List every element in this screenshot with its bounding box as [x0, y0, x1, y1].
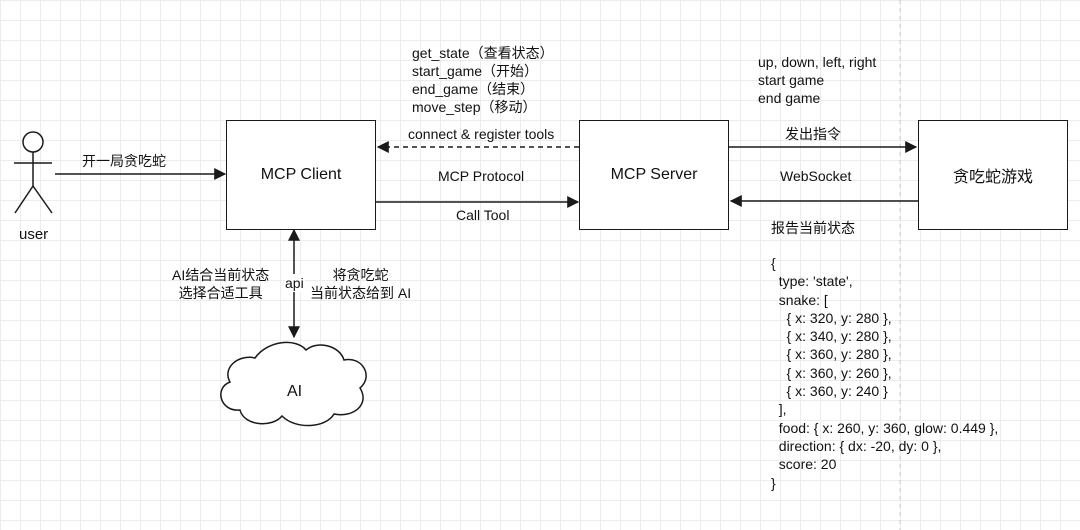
start-game-label: 开一局贪吃蛇 [82, 153, 166, 169]
mcp-server-label: MCP Server [610, 166, 698, 183]
report-state-label: 报告当前状态 [771, 220, 855, 236]
commands-list: up, down, left, right start game end gam… [758, 54, 877, 106]
ai-cloud-shape [220, 341, 367, 427]
user-label: user [19, 226, 49, 243]
tools-list: get_state（查看状态） start_game（开始） end_game（… [412, 45, 554, 115]
ai-select-label: AI结合当前状态 选择合适工具 [172, 267, 270, 301]
connect-register-label: connect & register tools [408, 126, 555, 142]
user-icon [14, 131, 53, 214]
ai-label: AI [287, 383, 303, 400]
send-command-label: 发出指令 [785, 126, 841, 142]
mcp-protocol-label: MCP Protocol [438, 168, 525, 184]
websocket-label: WebSocket [780, 168, 852, 184]
snake-game-box: 贪吃蛇游戏 [918, 120, 1068, 230]
snake-game-label: 贪吃蛇游戏 [952, 169, 1033, 186]
api-label: api [284, 274, 305, 292]
call-tool-label: Call Tool [456, 207, 510, 223]
mcp-client-box: MCP Client [226, 120, 376, 230]
mcp-server-box: MCP Server [579, 120, 729, 230]
mcp-client-label: MCP Client [260, 166, 342, 183]
send-state-label: 将贪吃蛇 当前状态给到 AI [310, 267, 412, 301]
state-json-block: { type: 'state', snake: [ { x: 320, y: 2… [771, 255, 999, 491]
